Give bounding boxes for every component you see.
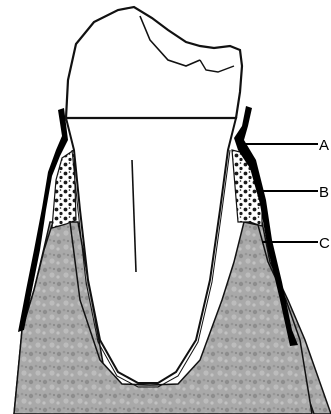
label-c: C <box>319 235 330 252</box>
tooth-crown <box>66 7 242 118</box>
label-a: A <box>319 137 329 154</box>
label-b: B <box>319 184 329 201</box>
